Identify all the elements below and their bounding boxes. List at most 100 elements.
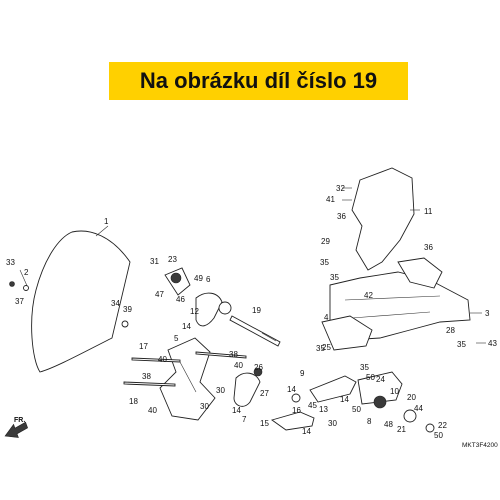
clamp-arm <box>195 292 223 327</box>
callout-25: 25 <box>322 343 331 352</box>
callout-18: 18 <box>129 397 138 406</box>
roller <box>403 409 417 423</box>
callout-47: 47 <box>155 290 164 299</box>
long-bolt <box>195 351 247 359</box>
banner-text: Na obrázku díl číslo 19 <box>139 68 378 93</box>
callout-6: 6 <box>206 275 211 284</box>
callout-48: 48 <box>384 420 393 429</box>
callout-42: 42 <box>364 291 373 300</box>
lower-frame <box>321 315 373 351</box>
callout-29: 29 <box>321 237 330 246</box>
callout-31: 31 <box>150 257 159 266</box>
windscreen <box>31 230 131 373</box>
svg-text:FR.: FR. <box>14 417 25 424</box>
callout-34: 34 <box>111 299 120 308</box>
callout-40b: 40 <box>234 361 243 370</box>
callout-13: 13 <box>319 405 328 414</box>
part-number-banner: Na obrázku díl číslo 19 <box>109 62 408 100</box>
callout-35b: 35 <box>330 273 339 282</box>
callout-30b: 30 <box>200 402 209 411</box>
callout-8: 8 <box>367 417 372 426</box>
callout-35d: 35 <box>360 363 369 372</box>
callout-1: 1 <box>104 217 109 226</box>
callout-35: 35 <box>320 258 329 267</box>
callout-4: 4 <box>324 313 329 322</box>
callout-44: 44 <box>414 404 423 413</box>
o-ring <box>218 301 232 315</box>
callout-15: 15 <box>260 419 269 428</box>
callout-12: 12 <box>190 307 199 316</box>
lower-arm <box>309 375 357 403</box>
callout-35c: 35 <box>316 344 325 353</box>
callout-19: 19 <box>252 306 261 315</box>
stay-slot <box>179 361 197 393</box>
callout-28: 28 <box>446 326 455 335</box>
cover-bracket <box>397 257 443 289</box>
callout-32: 32 <box>336 184 345 193</box>
callout-14e: 14 <box>302 427 311 436</box>
slider-body <box>357 371 403 405</box>
callout-50b: 50 <box>352 405 361 414</box>
bushing <box>291 393 301 403</box>
top-cover <box>351 167 415 271</box>
callout-39: 39 <box>123 305 132 314</box>
spring <box>253 367 263 377</box>
callout-30: 30 <box>216 386 225 395</box>
callout-45: 45 <box>308 401 317 410</box>
callout-37: 37 <box>15 297 24 306</box>
callout-23: 23 <box>168 255 177 264</box>
callout-38b: 38 <box>142 372 151 381</box>
callout-30c: 30 <box>328 419 337 428</box>
left-stay <box>159 337 216 421</box>
callout-11: 11 <box>424 207 433 216</box>
callout-40: 40 <box>158 355 167 364</box>
callout-22: 22 <box>438 421 447 430</box>
front-direction-arrow: FR. <box>4 417 28 438</box>
callout-36b: 36 <box>424 243 433 252</box>
long-bolt <box>131 357 181 363</box>
callout-50c: 50 <box>434 431 443 440</box>
adjustment-rod <box>229 315 281 347</box>
callout-14d: 14 <box>340 395 349 404</box>
callout-21: 21 <box>397 425 406 434</box>
callout-17: 17 <box>139 342 148 351</box>
callout-9: 9 <box>300 369 305 378</box>
callout-38: 38 <box>229 350 238 359</box>
center-link <box>233 372 261 407</box>
callout-2: 2 <box>24 268 29 277</box>
washer <box>121 320 129 328</box>
screw <box>9 281 15 287</box>
callout-3: 3 <box>485 309 490 318</box>
long-bolt <box>123 381 176 387</box>
callout-46: 46 <box>176 295 185 304</box>
callout-5: 5 <box>174 334 179 343</box>
callout-10: 10 <box>390 387 399 396</box>
callout-14b: 14 <box>287 385 296 394</box>
rod-thread <box>261 332 277 342</box>
callout-35e: 35 <box>457 340 466 349</box>
callout-14: 14 <box>182 322 191 331</box>
callout-labels: 1 2 3 4 5 6 7 8 9 10 11 12 13 14 14 14 1… <box>6 184 497 440</box>
frame-rib <box>344 295 441 301</box>
gear-wheel <box>373 395 387 409</box>
callout-40c: 40 <box>148 406 157 415</box>
callout-26: 26 <box>254 363 263 372</box>
diagram-code: MKT3F4200 <box>462 442 498 449</box>
knob <box>170 272 182 284</box>
callout-41: 41 <box>326 195 335 204</box>
frame-rib <box>351 311 431 319</box>
callout-7: 7 <box>242 415 247 424</box>
callout-33: 33 <box>6 258 15 267</box>
cap <box>425 423 435 433</box>
callout-20: 20 <box>407 393 416 402</box>
washer <box>23 285 29 291</box>
callout-24: 24 <box>376 375 385 384</box>
callout-43: 43 <box>488 339 497 348</box>
callout-14c: 14 <box>232 406 241 415</box>
callout-27: 27 <box>260 389 269 398</box>
callout-49: 49 <box>194 274 203 283</box>
callout-36: 36 <box>337 212 346 221</box>
callout-50: 50 <box>366 373 375 382</box>
callout-16: 16 <box>292 406 301 415</box>
